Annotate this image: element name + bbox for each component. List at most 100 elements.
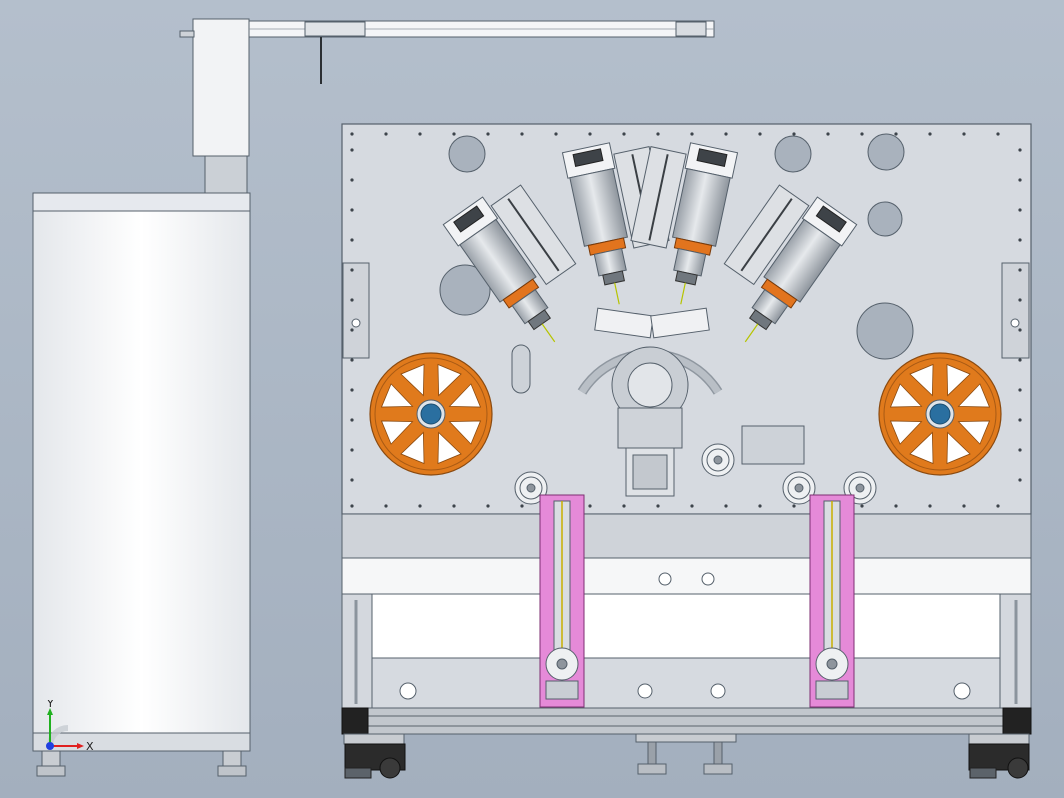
- coordinate-triad-icon: Y X: [46, 700, 94, 753]
- reel-left-window: [448, 420, 482, 445]
- reel-left-window: [448, 383, 482, 408]
- fastener-hole: [962, 504, 966, 508]
- reel-left-window: [400, 431, 425, 465]
- fastener-hole: [350, 148, 354, 152]
- fastener-hole: [758, 504, 762, 508]
- reel-right-window: [909, 431, 934, 465]
- fastener-hole: [724, 504, 728, 508]
- fastener-hole: [894, 504, 898, 508]
- fastener-hole: [350, 178, 354, 182]
- fastener-hole: [588, 504, 592, 508]
- fastener-hole: [1018, 388, 1022, 392]
- laser-module: [630, 142, 739, 305]
- center-rotary-fixture: [577, 307, 805, 497]
- fastener-hole: [350, 298, 354, 302]
- fastener-hole: [1018, 238, 1022, 242]
- fastener-hole: [384, 132, 388, 136]
- fastener-hole: [826, 132, 830, 136]
- fastener-hole: [520, 504, 524, 508]
- fastener-hole: [350, 238, 354, 242]
- material-reel-left: [369, 352, 493, 476]
- fastener-hole: [962, 132, 966, 136]
- fastener-hole: [1018, 178, 1022, 182]
- fastener-hole: [690, 132, 694, 136]
- fastener-hole: [350, 448, 354, 452]
- reel-right-window: [957, 383, 991, 408]
- reel-left-window: [380, 383, 414, 408]
- reel-right-window: [889, 420, 923, 445]
- guide-roller: [701, 443, 735, 477]
- fastener-hole: [1018, 448, 1022, 452]
- guide-roller: [514, 471, 548, 505]
- fastener-hole: [350, 132, 354, 136]
- reel-right-window: [957, 420, 991, 445]
- reel-left-window: [437, 363, 462, 397]
- fastener-hole: [996, 504, 1000, 508]
- fastener-hole: [690, 504, 694, 508]
- lift-rail: [809, 494, 855, 708]
- fastener-hole: [350, 328, 354, 332]
- reel-right-window: [946, 431, 971, 465]
- laser-module: [723, 184, 858, 343]
- fastener-hole: [452, 132, 456, 136]
- fastener-hole: [656, 504, 660, 508]
- fastener-hole: [554, 132, 558, 136]
- fastener-hole: [1018, 328, 1022, 332]
- z-axis-dot: [46, 742, 54, 750]
- fastener-hole: [792, 504, 796, 508]
- fastener-hole: [350, 268, 354, 272]
- fastener-hole: [1018, 148, 1022, 152]
- guide-roller: [782, 471, 816, 505]
- reel-right-window: [909, 363, 934, 397]
- fastener-hole: [384, 504, 388, 508]
- laser-module-array: [442, 142, 858, 343]
- fastener-hole: [1018, 478, 1022, 482]
- fastener-hole: [588, 132, 592, 136]
- fastener-hole: [486, 504, 490, 508]
- fastener-hole: [622, 132, 626, 136]
- fastener-hole: [894, 132, 898, 136]
- fastener-hole: [860, 504, 864, 508]
- fastener-hole: [350, 478, 354, 482]
- y-axis-label: Y: [46, 700, 54, 710]
- fastener-hole: [350, 208, 354, 212]
- reel-left-window: [437, 431, 462, 465]
- lift-rail: [539, 494, 585, 708]
- fastener-hole: [486, 132, 490, 136]
- fastener-hole: [1018, 298, 1022, 302]
- fastener-hole: [724, 132, 728, 136]
- fastener-hole: [350, 418, 354, 422]
- fastener-hole: [350, 504, 354, 508]
- y-axis-arrow: [47, 708, 53, 715]
- fastener-hole: [758, 132, 762, 136]
- fastener-hole: [996, 132, 1000, 136]
- reel-right-hub: [929, 403, 951, 425]
- fastener-hole: [792, 132, 796, 136]
- fastener-hole: [418, 504, 422, 508]
- fastener-hole: [350, 388, 354, 392]
- x-axis-label: X: [86, 740, 94, 753]
- fastener-hole: [928, 132, 932, 136]
- reel-left-window: [400, 363, 425, 397]
- reel-left-hub: [420, 403, 442, 425]
- reel-right-window: [889, 383, 923, 408]
- fastener-hole: [418, 132, 422, 136]
- machine-feet: [343, 733, 1030, 779]
- fastener-hole: [928, 504, 932, 508]
- reel-left-window: [380, 420, 414, 445]
- fastener-hole: [520, 132, 524, 136]
- lift-rails: [539, 494, 855, 708]
- fastener-hole: [350, 358, 354, 362]
- fastener-hole: [1018, 268, 1022, 272]
- material-reel-right: [878, 352, 1002, 476]
- fastener-hole: [452, 504, 456, 508]
- fastener-hole: [1018, 208, 1022, 212]
- fastener-hole: [1018, 358, 1022, 362]
- x-axis-arrow: [77, 743, 84, 749]
- fastener-hole: [860, 132, 864, 136]
- reel-right-window: [946, 363, 971, 397]
- fastener-hole: [622, 504, 626, 508]
- laser-module: [442, 184, 577, 343]
- lower-frame: [341, 513, 1032, 735]
